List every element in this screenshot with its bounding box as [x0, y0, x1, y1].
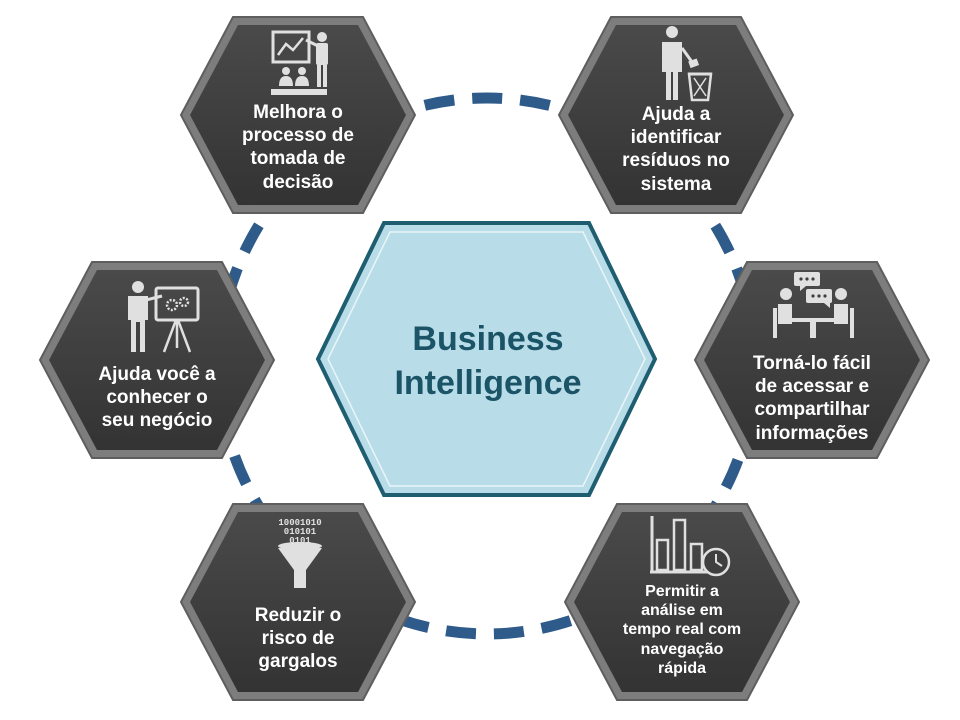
center-hexagon [315, 221, 658, 497]
hex-mid-left [38, 261, 276, 459]
binary-funnel-icon: 10001010 010101 0101 [278, 518, 322, 588]
binary-line-3: 0101 [289, 536, 311, 546]
hex-bottom-left [179, 503, 417, 701]
binary-line-1: 10001010 [278, 518, 321, 528]
presenter-gears-board-icon [128, 281, 200, 353]
hex-bottom-right [563, 503, 801, 701]
people-chat-table-icon [773, 272, 854, 338]
hex-top-left [179, 16, 417, 214]
presentation-audience-icon [271, 30, 328, 95]
person-trash-bin-icon [662, 26, 713, 102]
hex-top-right [557, 16, 795, 214]
node-label-bottom-right: Permitir a análise em tempo real com nav… [622, 583, 742, 677]
bar-chart-clock-icon [650, 516, 731, 577]
center-title: Business Intelligence [394, 320, 582, 402]
node-label-bottom-left: Reduzir o risco de gargalos [254, 605, 342, 673]
hex-mid-right [693, 261, 931, 459]
node-label-top-right: Ajuda a identificar resíduos no sistema [622, 104, 730, 195]
node-label-top-left: Melhora o processo de tomada de decisão [242, 102, 354, 193]
node-label-mid-left: Ajuda você a conhecer o seu negócio [98, 364, 216, 432]
binary-line-2: 010101 [284, 527, 317, 537]
node-label-mid-right: Torná-lo fácil de acessar e compartilhar… [753, 353, 871, 444]
